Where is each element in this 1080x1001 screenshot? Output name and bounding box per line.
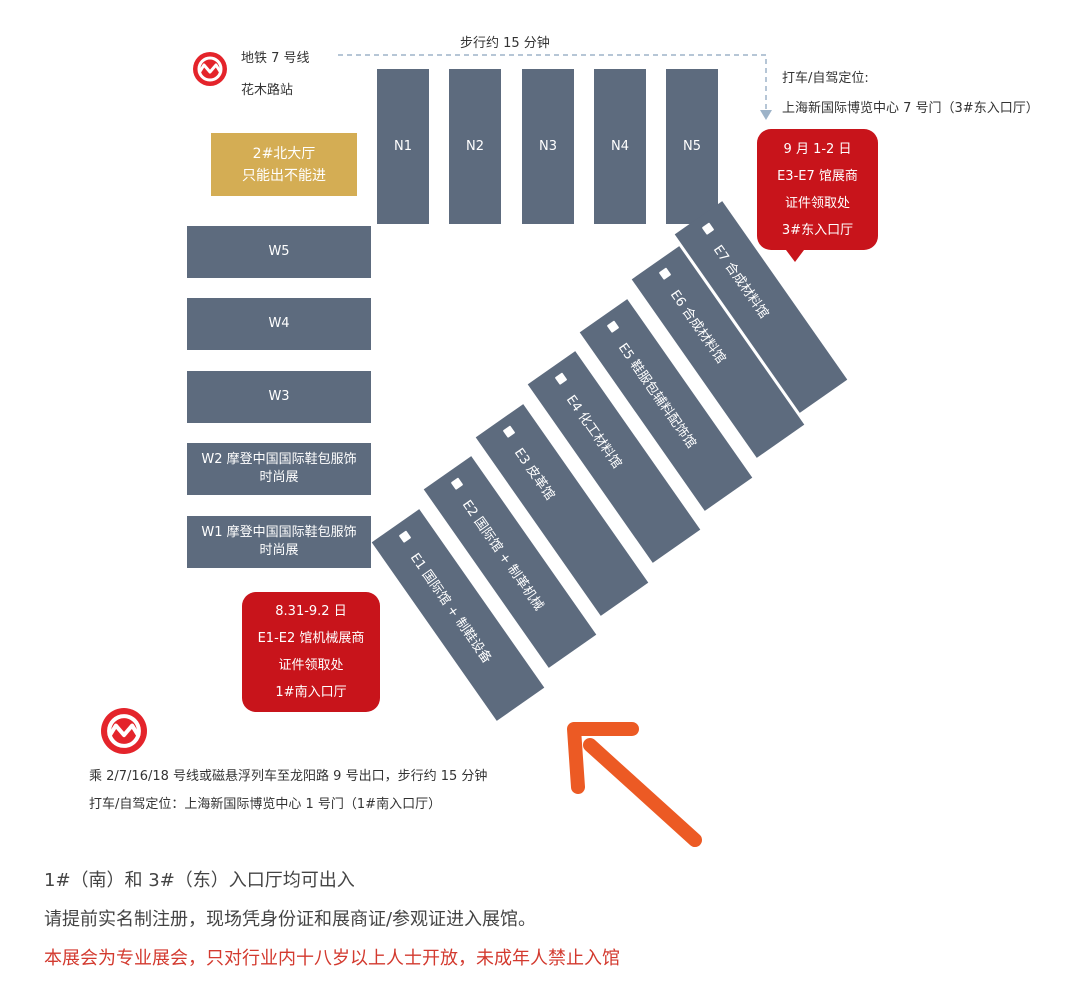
hall-n2: N2 <box>449 69 501 224</box>
south-badge-callout: 8.31-9.2 日 E1-E2 馆机械展商 证件领取处 1#南入口厅 <box>242 592 380 712</box>
hall-label: W2 摩登中国国际鞋包服饰 <box>201 452 357 467</box>
callout-date: 9 月 1-2 日 <box>783 141 852 157</box>
hall-label: N4 <box>611 138 629 154</box>
hall-label: W1 摩登中国国际鞋包服饰 <box>201 525 357 540</box>
east-badge-callout: 9 月 1-2 日 E3-E7 馆展商 证件领取处 3#东入口厅 <box>757 129 878 262</box>
hall-marker-icon <box>658 267 672 280</box>
walking-route-line <box>338 54 772 120</box>
hall-label: W4 <box>268 316 290 331</box>
hall-w2: W2 摩登中国国际鞋包服饰 时尚展 <box>187 443 371 495</box>
callout-pointer <box>783 246 807 262</box>
hall-label: N3 <box>539 138 557 154</box>
taxi-location-label: 打车/自驾定位: <box>782 71 869 86</box>
callout-purpose: 证件领取处 <box>278 658 344 673</box>
callout-exhibitors: E1-E2 馆机械展商 <box>257 631 365 646</box>
hall-label-sub: 时尚展 <box>259 543 299 558</box>
north-hall: 2#北大厅 只能出不能进 <box>211 133 357 196</box>
hall-marker-icon <box>554 372 568 385</box>
metro-line-label: 地铁 7 号线 <box>241 51 310 66</box>
hall-w4: W4 <box>187 298 371 350</box>
walk-time-label: 步行约 15 分钟 <box>460 36 550 51</box>
hall-w5: W5 <box>187 226 371 278</box>
metro-route-text: 乘 2/7/16/18 号线或磁悬浮列车至龙阳路 9 号出口，步行约 15 分钟 <box>89 769 488 784</box>
hall-w1: W1 摩登中国国际鞋包服饰 时尚展 <box>187 516 371 568</box>
hall-n4: N4 <box>594 69 646 224</box>
hall-marker-icon <box>606 320 620 333</box>
hall-label: W5 <box>268 244 290 259</box>
hall-n5: N5 <box>666 69 718 224</box>
callout-exhibitors: E3-E7 馆展商 <box>777 168 858 184</box>
hall-n3: N3 <box>522 69 574 224</box>
hall-marker-icon <box>398 530 412 543</box>
metro-station-label: 花木路站 <box>241 83 294 98</box>
taxi-location-text: 打车/自驾定位：上海新国际博览中心 1 号门（1#南入口厅） <box>89 797 442 812</box>
hall-marker-icon <box>701 222 715 235</box>
north-hall-name: 2#北大厅 <box>252 145 316 162</box>
metro-logo-icon <box>101 708 147 754</box>
hall-w3: W3 <box>187 371 371 423</box>
entrance-note: 1#（南）和 3#（东）入口厅均可出入 <box>44 870 355 891</box>
hall-label: N5 <box>683 138 701 154</box>
hall-label: N2 <box>466 138 484 154</box>
taxi-location-address: 上海新国际博览中心 7 号门（3#东入口厅） <box>782 101 1039 116</box>
metro-logo-icon <box>193 52 227 86</box>
hall-n1: N1 <box>377 69 429 224</box>
entrance-arrow-icon <box>567 722 702 847</box>
age-restriction-note: 本展会为专业展会，只对行业内十八岁以上人士开放，未成年人禁止入馆 <box>44 948 620 969</box>
hall-label-sub: 时尚展 <box>259 470 299 485</box>
hall-label: N1 <box>394 138 412 154</box>
hall-marker-icon <box>450 477 464 490</box>
callout-date: 8.31-9.2 日 <box>275 604 347 619</box>
callout-location: 1#南入口厅 <box>275 685 347 700</box>
north-hall-note: 只能出不能进 <box>242 167 326 184</box>
callout-purpose: 证件领取处 <box>784 195 850 211</box>
callout-location: 3#东入口厅 <box>781 222 854 238</box>
hall-marker-icon <box>502 425 516 438</box>
hall-label: W3 <box>268 389 290 404</box>
registration-note: 请提前实名制注册，现场凭身份证和展商证/参观证进入展馆。 <box>44 909 537 930</box>
